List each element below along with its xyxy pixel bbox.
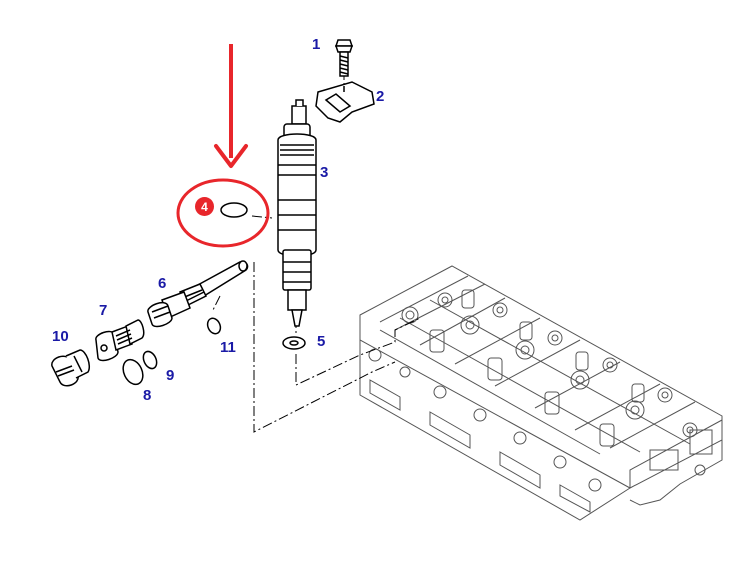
callout-7: 7 <box>99 302 108 319</box>
callout-1: 1 <box>312 36 321 53</box>
clamp-icon <box>315 81 375 123</box>
highlight-circle <box>176 178 270 248</box>
callout-9: 9 <box>166 367 175 384</box>
highlight-arrow-head <box>214 144 248 168</box>
highlight-marker <box>176 44 270 248</box>
injector-icon <box>277 99 317 327</box>
callout-3: 3 <box>320 164 329 181</box>
fuel-pipe-icon <box>147 260 249 328</box>
callout-6: 6 <box>158 275 167 292</box>
o-ring-icon <box>142 350 158 370</box>
o-ring-icon <box>122 358 144 386</box>
washer-icon <box>282 336 306 350</box>
cylinder-head-icon <box>359 265 723 521</box>
callout-5: 5 <box>317 333 326 350</box>
callout-10: 10 <box>52 328 69 345</box>
o-ring-icon <box>206 317 222 335</box>
callout-2: 2 <box>376 88 385 105</box>
nut-icon <box>51 349 91 387</box>
callout-11: 11 <box>220 339 236 356</box>
bolt-icon <box>334 39 354 77</box>
connector-icon <box>95 319 145 362</box>
callout-8: 8 <box>143 387 152 404</box>
o-ring-icon <box>220 202 248 218</box>
highlight-badge: 4 <box>195 197 214 216</box>
